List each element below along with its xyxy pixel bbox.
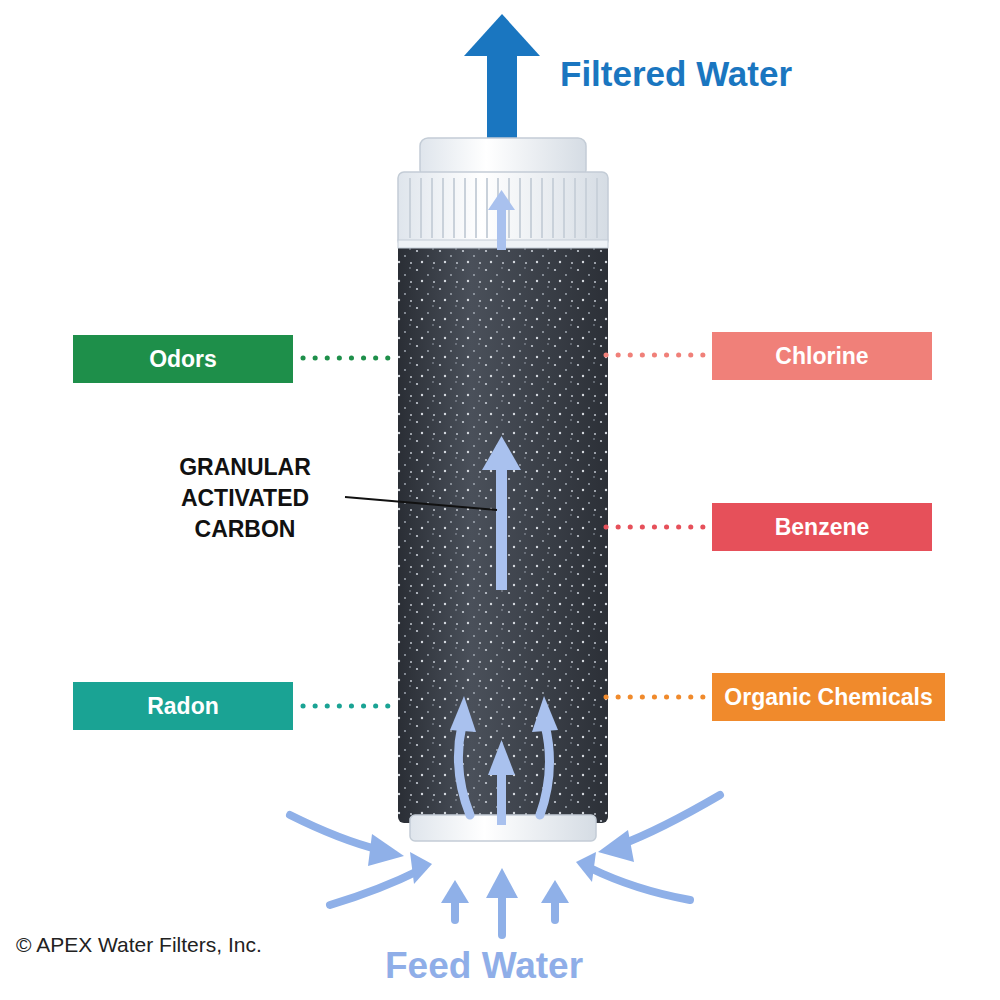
contaminant-tag: Benzene: [712, 503, 932, 551]
material-label: GRANULAR ACTIVATED CARBON: [150, 452, 340, 545]
tag-text: Chlorine: [775, 343, 868, 370]
contaminant-tag: Chlorine: [712, 332, 932, 380]
flow-label: Feed Water: [385, 945, 583, 987]
tag-text: Radon: [147, 693, 219, 720]
copyright-note: © APEX Water Filters, Inc.: [16, 933, 262, 957]
contaminant-tag: Odors: [73, 335, 293, 383]
contaminant-tag: Radon: [73, 682, 293, 730]
contaminant-tag: Organic Chemicals: [712, 673, 945, 721]
tag-text: Benzene: [775, 514, 870, 541]
flow-label: Filtered Water: [560, 54, 792, 94]
tag-text: Odors: [149, 346, 217, 373]
tag-text: Organic Chemicals: [724, 684, 932, 711]
